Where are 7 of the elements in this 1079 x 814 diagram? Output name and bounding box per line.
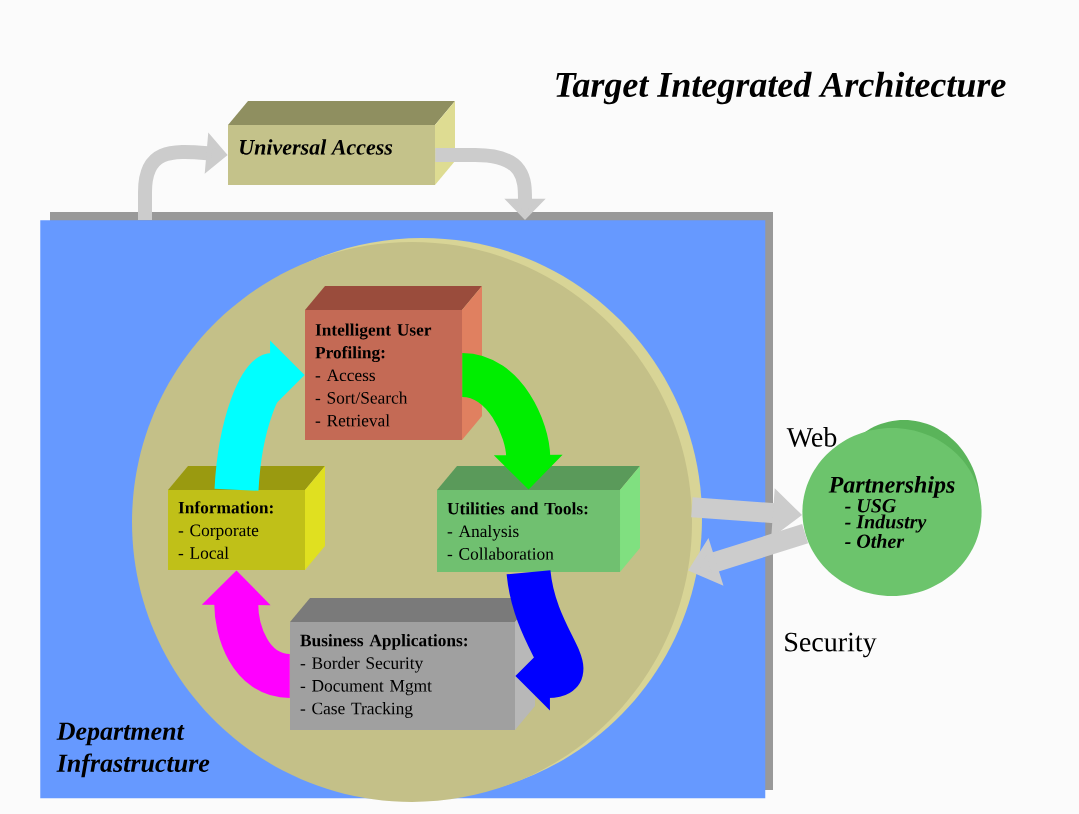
block: Information: - Corporate - Local — [168, 466, 325, 570]
title: Target Integrated Architecture — [556, 71, 1006, 105]
block: Universal Access — [228, 101, 455, 185]
block: Intelligent User Profiling: - Access - Sort/Search - Retrieval — [305, 286, 482, 440]
block: Utilities and Tools: - Analysis - Collaboration — [437, 466, 640, 572]
block: Business Applications: - Border Security - Document Mgmt - Case Tracking — [290, 598, 535, 730]
edge-label: Security — [785, 632, 877, 658]
